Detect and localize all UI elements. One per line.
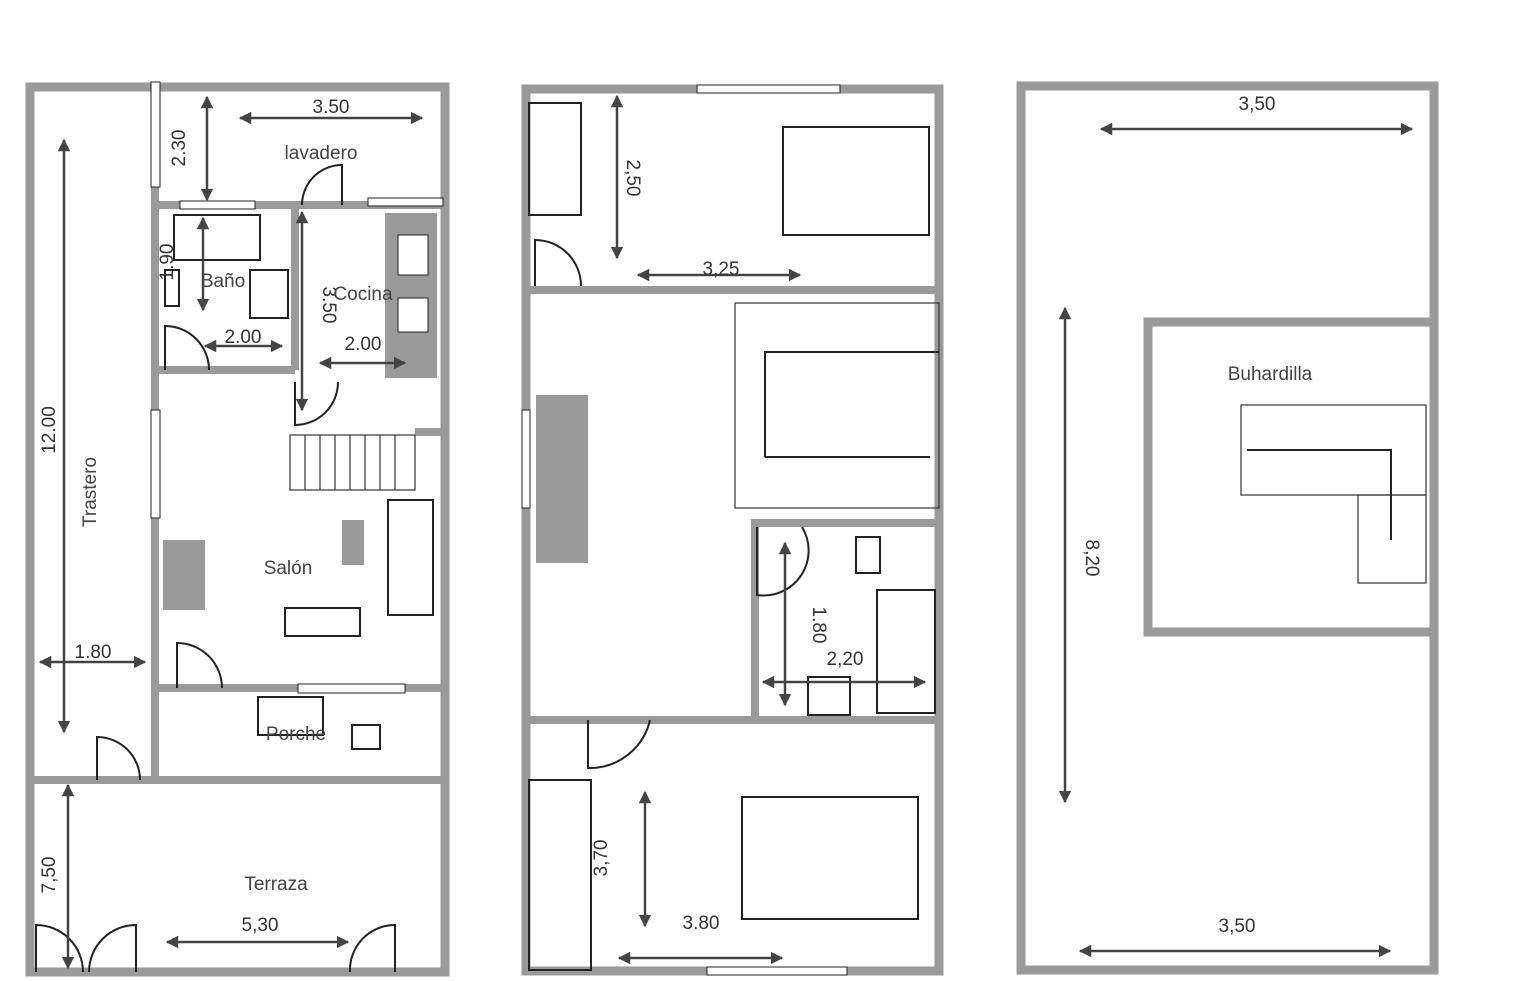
room-label: Porche	[266, 724, 326, 745]
dim-label: 2,20	[827, 649, 864, 670]
porch-table-icon	[351, 724, 381, 750]
door-icon[interactable]	[348, 923, 396, 973]
window-icon	[521, 409, 531, 509]
wardrobe-icon	[528, 779, 592, 971]
porch-sofa-icon	[257, 696, 324, 736]
room-label: Baño	[201, 271, 245, 292]
double-bed-icon	[741, 796, 919, 920]
dim-label: 7,50	[39, 857, 60, 894]
ground-floor-plan: 12.00 Trastero 1.80 3.50 2.30 lavadero 1…	[25, 81, 450, 977]
window-icon	[297, 683, 406, 694]
dim-label: 2.00	[345, 334, 382, 355]
door-icon[interactable]	[176, 641, 223, 689]
sofa-icon	[387, 499, 434, 616]
room-label: Buhardilla	[1228, 364, 1313, 385]
dim-label: 1.80	[808, 607, 829, 644]
door-icon[interactable]	[587, 719, 651, 770]
buhardilla-wall	[1143, 317, 1439, 637]
bed-icon	[782, 126, 930, 236]
first-floor-plan: 2,50 3,25 1.80 2,20 3,70 3.80	[521, 84, 944, 976]
bathtub-icon	[173, 214, 261, 261]
dim-label: 3,25	[703, 259, 740, 280]
bathroom-wall	[751, 519, 943, 724]
dim-label: 3.50	[313, 97, 350, 118]
door-icon[interactable]	[294, 381, 339, 427]
dining-table-icon	[284, 607, 361, 637]
wardrobe-icon	[528, 102, 582, 216]
dim-label: 2.00	[225, 327, 262, 348]
window-icon	[696, 84, 841, 94]
dim-label: 1.80	[75, 642, 112, 663]
dim-label: 3.80	[683, 913, 720, 934]
door-icon[interactable]	[756, 526, 810, 597]
dim-label: 2.30	[169, 130, 190, 167]
window-icon	[150, 409, 161, 519]
room-label: lavadero	[285, 143, 358, 164]
furniture-block	[536, 395, 588, 563]
dim-label: 8,20	[1081, 540, 1102, 577]
window-icon	[706, 966, 848, 976]
tv-unit	[163, 540, 205, 610]
washbasin-icon	[249, 269, 289, 319]
window-icon	[367, 197, 444, 207]
stairs	[1240, 404, 1427, 584]
stairs	[734, 302, 940, 509]
dim-label: 3,50	[1219, 916, 1256, 937]
dim-label: 3,50	[1239, 94, 1276, 115]
toilet-icon	[855, 536, 881, 574]
dim-label: 3,70	[591, 840, 612, 877]
stove-icon	[397, 297, 429, 333]
dim-label: 5,30	[242, 915, 279, 936]
attic-plan: Buhardilla 3,50 8,20 3,50	[1016, 81, 1439, 975]
outer-wall	[25, 82, 450, 977]
door-icon[interactable]	[301, 163, 343, 206]
window-icon	[150, 81, 161, 188]
dim-label: 3.50	[318, 287, 339, 324]
side-table	[342, 520, 364, 565]
room-label: Trastero	[80, 457, 101, 527]
door-icon[interactable]	[534, 238, 582, 287]
window-icon	[179, 200, 256, 210]
stairs	[289, 434, 416, 491]
double-door-icon[interactable]	[35, 923, 137, 973]
dim-label: 2,50	[622, 160, 643, 197]
room-label: Terraza	[244, 874, 308, 895]
toilet-icon	[164, 269, 180, 307]
sink-icon	[397, 234, 429, 276]
room-label: Salón	[264, 558, 313, 579]
shower-icon	[876, 589, 936, 714]
dim-label: 1.90	[157, 244, 178, 281]
door-icon[interactable]	[164, 324, 210, 371]
door-icon[interactable]	[96, 735, 141, 781]
outer-wall	[1016, 81, 1439, 975]
dim-label: 12.00	[39, 406, 60, 454]
room-label: Cocina	[333, 284, 393, 305]
